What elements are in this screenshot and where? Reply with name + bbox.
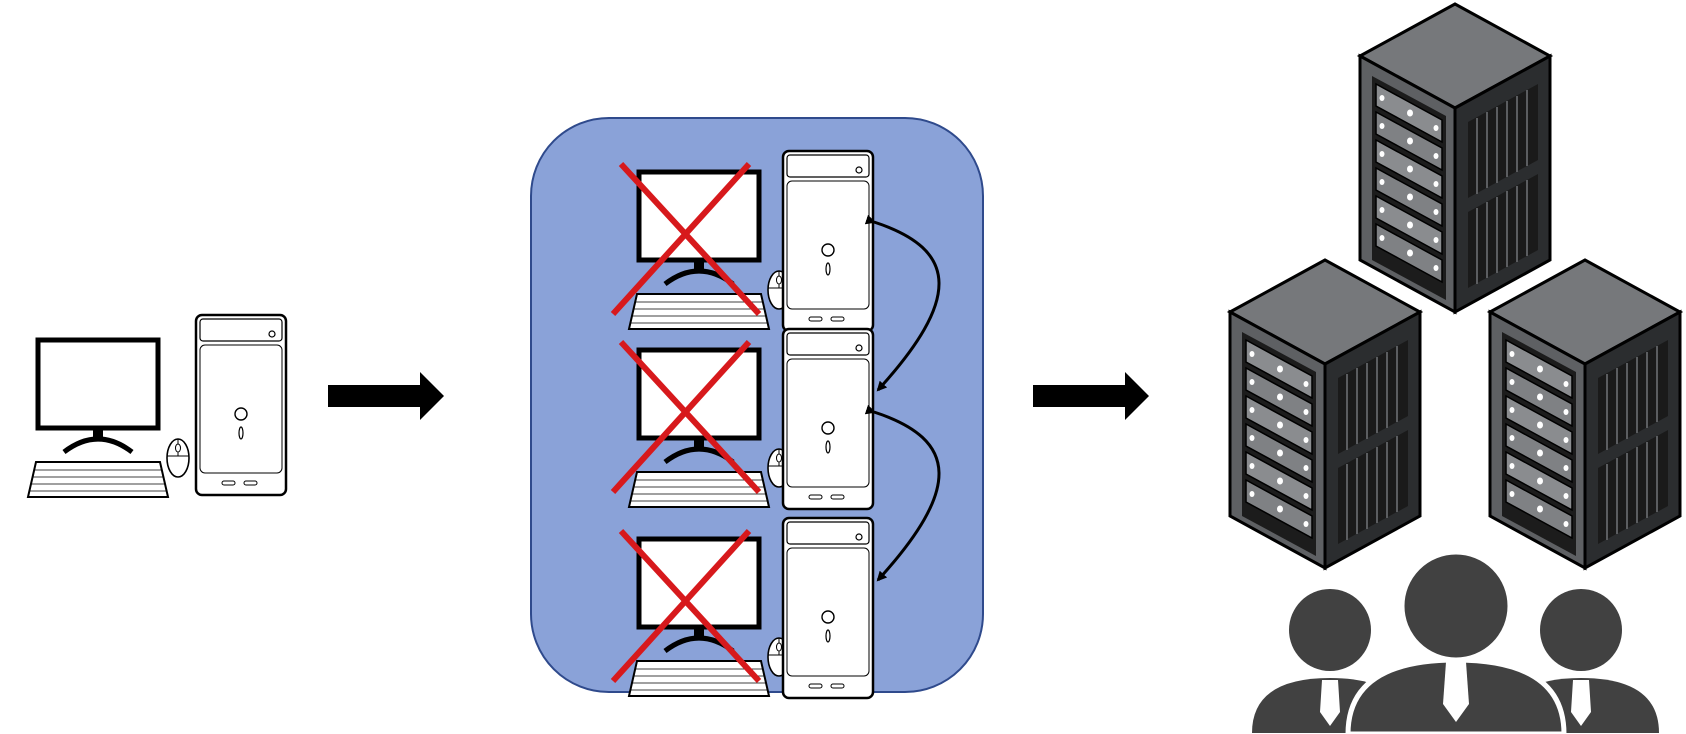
server-rack-icon — [1358, 2, 1552, 314]
server-farm — [1228, 2, 1682, 570]
server-rack-icon — [1228, 258, 1422, 570]
curved-arrow-icon — [864, 404, 941, 582]
users-icon — [1252, 549, 1659, 734]
curved-arrow-icon — [864, 214, 941, 392]
right-arrow-icon — [328, 372, 444, 420]
headless-cluster — [530, 117, 984, 700]
tower-icon — [194, 313, 288, 497]
right-arrow-icon — [1033, 372, 1149, 420]
server-rack-icon — [1488, 258, 1682, 570]
tower-icon — [781, 516, 875, 700]
monitor-icon — [28, 340, 189, 497]
tower-icon — [781, 327, 875, 511]
desktop-computer — [28, 313, 288, 497]
person-icon — [1345, 549, 1567, 734]
tower-icon — [781, 149, 875, 333]
